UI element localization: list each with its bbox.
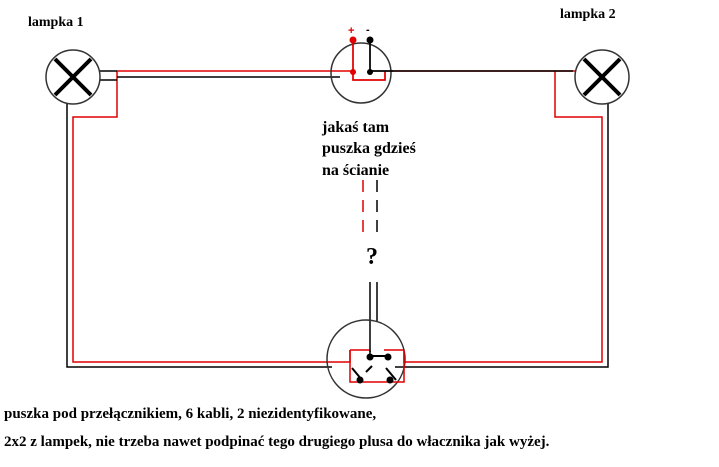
lamp-1	[45, 49, 101, 105]
note-line-3: na ścianie	[322, 162, 389, 179]
junction-box	[330, 36, 393, 104]
plus-label: +	[348, 25, 354, 37]
minus-label: -	[366, 24, 370, 36]
unknown-connection	[362, 180, 378, 240]
lamp-2	[574, 49, 630, 105]
footer-line-2: 2x2 z lampek, nie trzeba nawet podpinać …	[4, 434, 550, 450]
footer-line-1: puszka pod przełącznikiem, 6 kabli, 2 ni…	[4, 406, 376, 422]
question-mark: ?	[366, 244, 378, 270]
lamp-1-label: lampka 1	[28, 15, 84, 30]
minus-terminal	[366, 36, 374, 44]
switch-box	[326, 319, 406, 399]
note-line-1: jakaś tam	[321, 119, 390, 136]
black-wire-top	[100, 40, 573, 81]
red-wire-loop	[72, 40, 603, 363]
lamp-2-label: lampka 2	[560, 7, 616, 22]
plus-terminal	[349, 36, 357, 44]
wire-to-switch	[369, 282, 378, 352]
note-line-2: puszka gdzieś	[322, 140, 416, 157]
black-wire-outer	[66, 100, 609, 368]
